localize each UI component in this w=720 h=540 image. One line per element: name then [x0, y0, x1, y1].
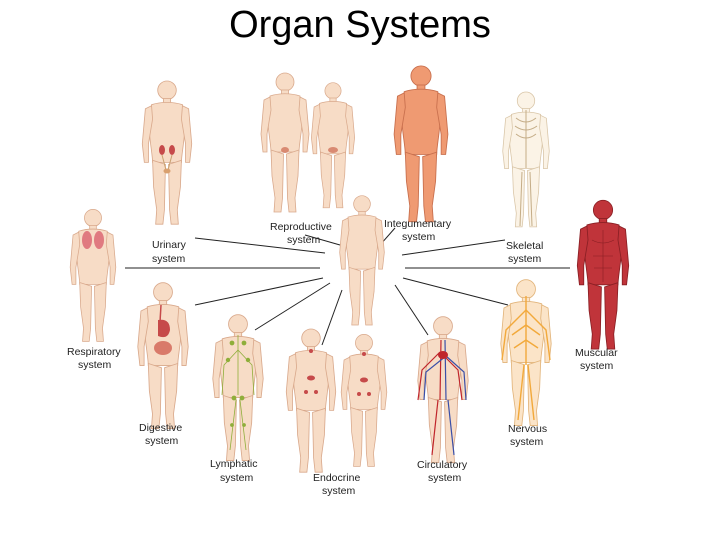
nervous-label-line2: system [510, 436, 544, 448]
skeletal-label-line2: system [508, 253, 542, 265]
integumentary-label-line1: Integumentary [384, 218, 452, 230]
blood-vessels-icon [417, 339, 467, 456]
muscular-label-line1: Muscular [575, 347, 618, 359]
urinary-label-line2: system [152, 253, 186, 265]
center-figure [339, 195, 385, 326]
glands-icon [304, 349, 371, 396]
respiratory-label-line2: system [78, 359, 112, 371]
muscular-label-line2: system [580, 360, 614, 372]
reproductive-label-line1: Reproductive [270, 221, 332, 233]
lungs-icon [82, 231, 104, 249]
nervous-label-line1: Nervous [508, 423, 547, 435]
muscular-system: Muscular system [575, 199, 630, 372]
digestive-label-line2: system [145, 435, 179, 447]
circulatory-label-line2: system [428, 472, 462, 484]
circulatory-label-line1: Circulatory [417, 459, 468, 471]
reproductive-organs-icon [281, 147, 338, 153]
connector-lines [125, 227, 570, 346]
urinary-system: Urinary system [141, 80, 193, 265]
lymphatic-label-line1: Lymphatic [210, 458, 257, 470]
reproductive-system: Reproductive system [260, 72, 356, 246]
integumentary-system: Integumentary system [384, 65, 452, 243]
skeletal-system: Skeletal system [502, 91, 550, 265]
reproductive-label-line2: system [287, 234, 321, 246]
lymph-nodes-icon [221, 335, 255, 451]
endocrine-system: Endocrine system [285, 328, 388, 497]
digestive-system: Digestive system [137, 282, 189, 447]
lymphatic-label-line2: system [220, 472, 254, 484]
skeleton-icon [514, 110, 538, 227]
kidneys-icon [159, 145, 175, 174]
circulatory-system: Circulatory system [417, 316, 469, 484]
respiratory-label-line1: Respiratory [67, 346, 121, 358]
respiratory-system: Respiratory system [67, 208, 121, 371]
endocrine-label-line1: Endocrine [313, 472, 360, 484]
urinary-label-line1: Urinary [152, 239, 187, 251]
nervous-system: Nervous system [500, 279, 552, 448]
slide-title: Organ Systems [229, 4, 491, 46]
integumentary-label-line2: system [402, 231, 436, 243]
stomach-icon [154, 304, 172, 355]
endocrine-label-line2: system [322, 485, 356, 497]
lymphatic-system: Lymphatic system [210, 314, 264, 484]
skin-icon [393, 65, 449, 223]
digestive-label-line1: Digestive [139, 422, 182, 434]
nerves-icon [501, 296, 551, 421]
skeletal-label-line1: Skeletal [506, 240, 543, 252]
